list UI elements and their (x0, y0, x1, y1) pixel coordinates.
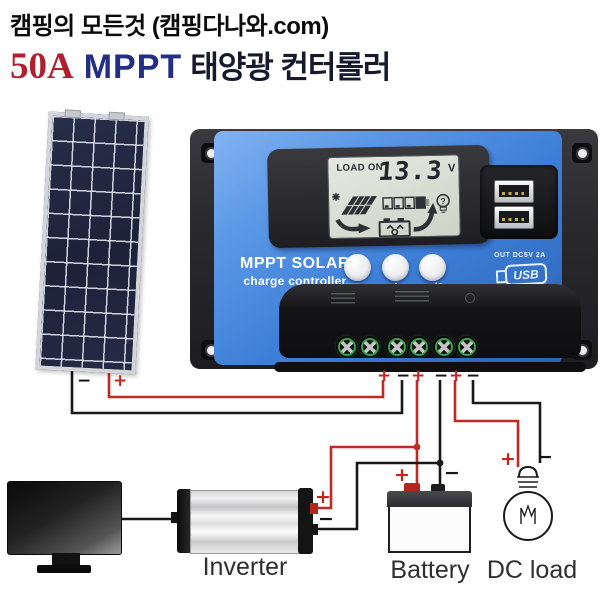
terminal-strip (279, 284, 581, 358)
controller-button-up (382, 254, 409, 281)
positive-wires (107, 372, 520, 510)
wire-load-plus (453, 380, 520, 467)
inverter-end-cap (177, 489, 192, 553)
battery-minus-label: − (444, 462, 460, 484)
battery-smiley-icon (378, 217, 411, 238)
solar-cell-grid (39, 115, 145, 371)
lamp-icon: ? (436, 193, 450, 213)
lcd-status-text: LOAD ON (336, 161, 384, 174)
controller-button-battery (344, 254, 371, 281)
terminal-screw (456, 336, 477, 357)
terminal-label: + (377, 366, 392, 386)
junction-dot-minus (436, 459, 444, 467)
panel-clamp (64, 109, 81, 119)
light-bulb-icon (503, 465, 553, 541)
usb-port-icon (494, 180, 534, 203)
battery-body (388, 507, 471, 553)
lcd-screen: LOAD ON 13.3 V (327, 154, 461, 240)
inverter-minus-label: − (318, 508, 334, 530)
sun-icon (331, 192, 341, 201)
wire-panel-plus (107, 372, 385, 399)
solar-panel (35, 109, 149, 375)
terminal-marking (465, 293, 475, 303)
lcd-voltage-unit: V (447, 162, 456, 175)
controller-faceplate: LOAD ON 13.3 V (214, 131, 586, 372)
inverter-plus-terminal (310, 503, 318, 514)
wire-inverter-plus (310, 445, 417, 510)
dc-load-label: DC load (486, 556, 578, 584)
battery-minus-terminal (431, 484, 445, 492)
tv-monitor (7, 481, 122, 574)
panel-minus-label: − (77, 371, 92, 391)
usb-output-spec: OUT DC5V 2A (494, 252, 546, 259)
battery-plus-label: + (394, 464, 410, 486)
terminal-label: − (466, 366, 481, 386)
panel-clamp (108, 111, 125, 121)
monitor-base (37, 565, 91, 573)
wire-load-minus (471, 380, 542, 463)
inverter-label: Inverter (202, 553, 288, 581)
inverter-minus-terminal (310, 524, 318, 535)
charge-arrow-icon (335, 218, 371, 234)
monitor-screen (7, 481, 122, 555)
inverter-plus-label: + (315, 486, 331, 508)
svg-text:?: ? (440, 196, 446, 206)
discharge-arrow-icon (413, 202, 438, 232)
terminal-label: − (434, 366, 449, 386)
controller-button-down-load (419, 254, 446, 281)
terminal-label: + (449, 366, 464, 386)
charge-controller: LOAD ON 13.3 V (190, 129, 598, 372)
terminal-screw (408, 336, 429, 357)
wire-panel-minus (70, 371, 404, 415)
battery-top (387, 491, 472, 507)
terminal-label: − (396, 366, 411, 386)
battery-charge-bar-icon (382, 196, 430, 210)
monitor-stand (52, 553, 80, 566)
junction-dot-plus (413, 443, 421, 451)
dc-load-minus-label: − (537, 446, 553, 468)
terminal-marking (395, 291, 429, 304)
terminal-screw (359, 336, 380, 357)
site-title: 캠핑의 모든것 (캠핑다나와.com) (10, 13, 329, 40)
terminal-screw (433, 336, 454, 357)
product-tech-label: MPPT (83, 48, 183, 86)
battery-label: Battery (390, 556, 470, 584)
lcd-icon-panel: ? (331, 192, 450, 238)
battery (387, 483, 472, 553)
usb-port-icon (494, 206, 534, 229)
battery-plus-terminal (404, 483, 420, 492)
dc-load-plus-label: + (500, 448, 516, 470)
usb-recess (480, 165, 558, 239)
lcd-voltage-value: 13.3 (377, 155, 444, 187)
terminal-screw (336, 336, 357, 357)
lcd-bezel: LOAD ON 13.3 V (266, 144, 492, 249)
wire-inverter-minus (310, 461, 440, 531)
brand-title: MPPT SOLAR (240, 255, 350, 272)
terminal-marking (331, 293, 355, 305)
product-amp-rating: 50A (10, 46, 74, 87)
negative-wires (70, 371, 542, 531)
controller-bottom-trim (274, 362, 586, 372)
inverter-end-cap (298, 488, 313, 554)
terminal-label: + (411, 366, 426, 386)
inverter-ac-stub (171, 512, 179, 523)
terminal-screw (386, 336, 407, 357)
usb-logo-text: USB (512, 266, 539, 283)
product-name-korean: 태양광 컨터롤러 (190, 50, 391, 85)
screw-hole (572, 143, 592, 163)
inverter (170, 486, 318, 556)
inverter-body (190, 490, 302, 554)
solar-panel-icon (341, 195, 377, 215)
panel-plus-label: + (113, 371, 128, 391)
